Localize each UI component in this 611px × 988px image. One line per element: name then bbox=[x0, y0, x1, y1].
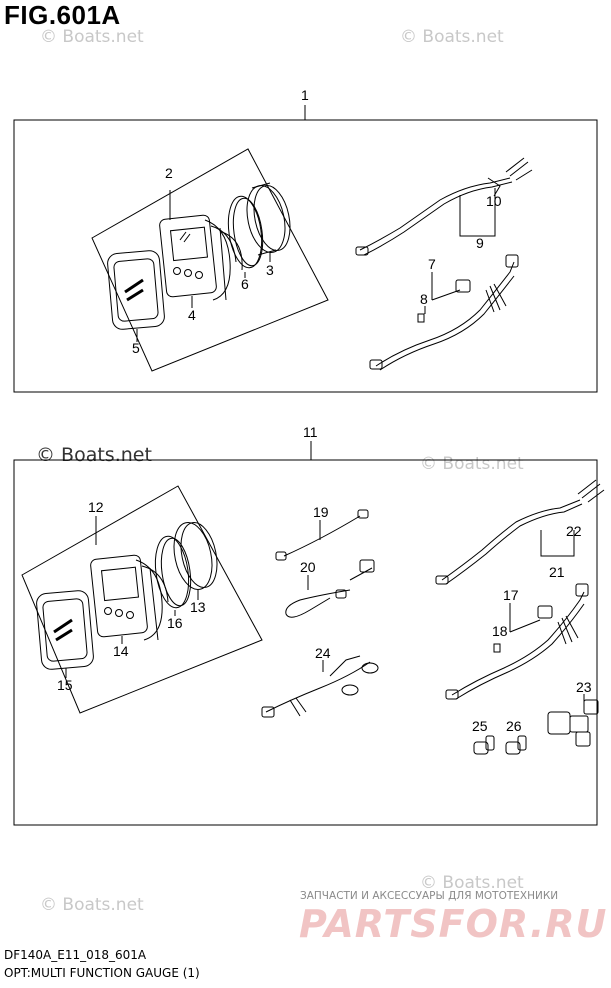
watermark: © Boats.net bbox=[40, 895, 144, 915]
watermark: © Boats.net bbox=[400, 27, 504, 47]
watermark: © Boats.net bbox=[420, 873, 524, 893]
cover-15 bbox=[36, 590, 94, 670]
callout-2: 2 bbox=[165, 165, 173, 181]
gauge-kit-outline bbox=[91, 148, 329, 372]
terminator-25 bbox=[473, 735, 495, 755]
terminator-26 bbox=[505, 735, 527, 755]
harness-9 bbox=[355, 157, 533, 256]
harness-17 bbox=[445, 583, 589, 700]
callout-15: 15 bbox=[57, 677, 73, 693]
callout-16: 16 bbox=[167, 615, 183, 631]
callout-1: 1 bbox=[301, 87, 309, 103]
callout-24: 24 bbox=[315, 645, 331, 661]
callout-10: 10 bbox=[486, 193, 502, 209]
callout-11: 11 bbox=[303, 424, 318, 440]
callout-6: 6 bbox=[241, 276, 249, 292]
harness-21 bbox=[435, 479, 605, 585]
callout-7: 7 bbox=[428, 256, 436, 272]
callout-21: 21 bbox=[549, 564, 565, 580]
callout-13: 13 bbox=[190, 599, 206, 615]
gauge-body-4 bbox=[159, 214, 243, 301]
callout-25: 25 bbox=[472, 718, 488, 734]
callout-20: 20 bbox=[300, 559, 316, 575]
cable-20 bbox=[285, 559, 375, 618]
ring-6 bbox=[227, 195, 264, 269]
harness-24 bbox=[261, 655, 379, 718]
callout-9: 9 bbox=[476, 235, 484, 251]
watermark: © Boats.net bbox=[420, 454, 524, 474]
gauge-kit-outline-2 bbox=[21, 485, 263, 714]
gauge-body-14 bbox=[90, 554, 169, 641]
callout-8: 8 bbox=[420, 291, 428, 307]
watermark: © Boats.net bbox=[40, 27, 144, 47]
diagram-caption: OPT:MULTI FUNCTION GAUGE (1) bbox=[4, 966, 200, 980]
cable-19 bbox=[275, 509, 369, 561]
group-box-11 bbox=[13, 441, 598, 826]
callout-18: 18 bbox=[492, 623, 508, 639]
callout-17: 17 bbox=[503, 587, 519, 603]
callout-14: 14 bbox=[113, 643, 129, 659]
group-box-1 bbox=[13, 105, 598, 393]
callout-4: 4 bbox=[188, 307, 196, 323]
callout-5: 5 bbox=[132, 340, 140, 356]
diagram-code: DF140A_E11_018_601A bbox=[4, 948, 147, 962]
nut-13 bbox=[173, 522, 218, 590]
figure-title: FIG.601A bbox=[4, 0, 121, 30]
promo-logo: PARTSFOR.RU bbox=[299, 902, 608, 946]
t-connector-23 bbox=[547, 699, 599, 747]
callout-19: 19 bbox=[313, 504, 329, 520]
nut-3 bbox=[246, 182, 291, 256]
callout-26: 26 bbox=[506, 718, 522, 734]
callout-3: 3 bbox=[266, 262, 274, 278]
ring-16 bbox=[154, 535, 192, 609]
callout-22: 22 bbox=[566, 523, 582, 539]
cover-5 bbox=[107, 250, 165, 330]
harness-7 bbox=[369, 254, 519, 371]
callout-23: 23 bbox=[576, 679, 592, 695]
promo-tagline: ЗАПЧАСТИ И АКСЕССУАРЫ ДЛЯ МОТОТЕХНИКИ bbox=[300, 890, 559, 902]
callout-12: 12 bbox=[88, 499, 104, 515]
